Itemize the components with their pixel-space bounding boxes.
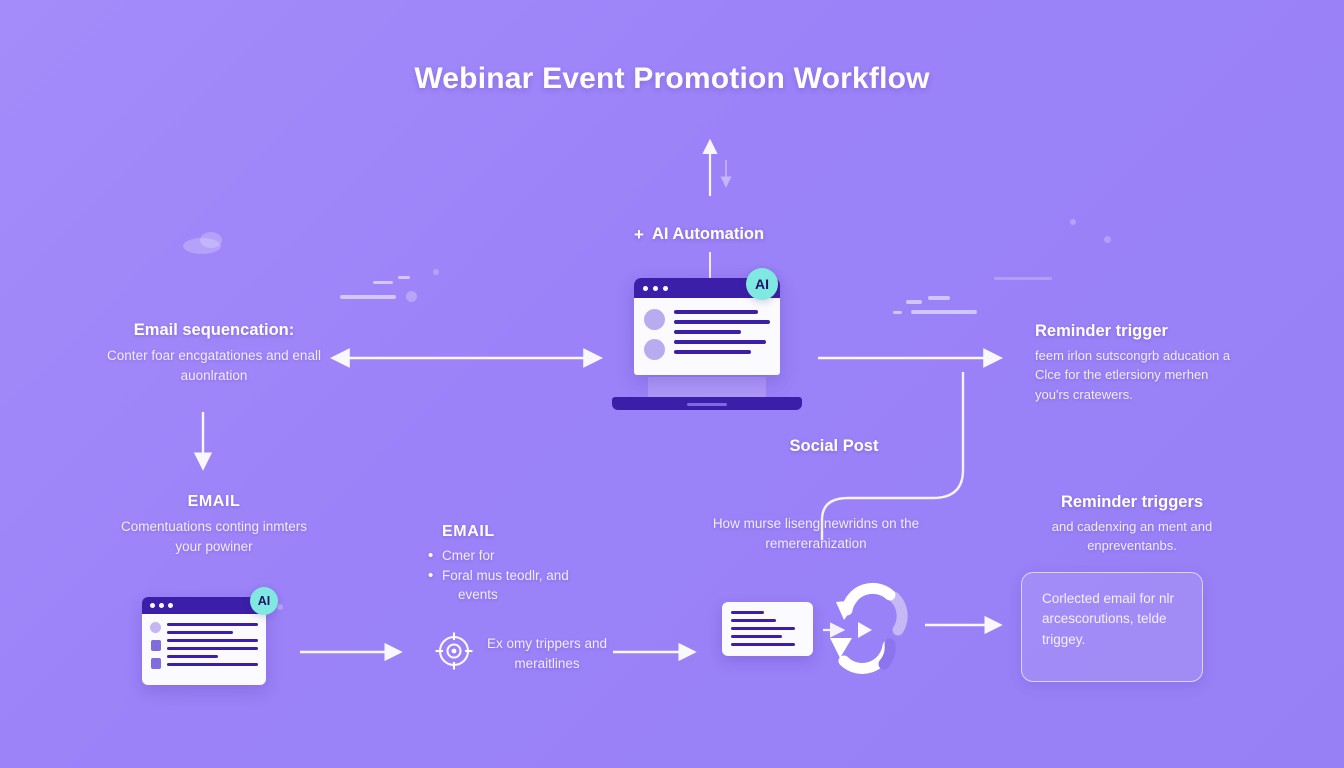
sync-arrows-icon — [830, 582, 908, 674]
decorative-dot — [1070, 219, 1076, 225]
ai-badge: AI — [746, 268, 778, 300]
window-dot-icon — [168, 603, 173, 608]
decorative-dash — [994, 277, 1052, 280]
checkbox-icon — [150, 640, 161, 651]
email-sequencation-block: Email sequencation: Conter foar encgatat… — [98, 320, 330, 386]
page-title: Webinar Event Promotion Workflow — [414, 62, 930, 95]
laptop-trackpad-notch — [687, 403, 727, 406]
text-line — [674, 320, 770, 324]
text-line — [167, 639, 258, 642]
collected-email-text: Corlected email for nlr arcescorutions, … — [1042, 591, 1175, 647]
text-line — [674, 330, 742, 334]
reminder-trigger-body: feem irlon sutscongrb aducation a Clce f… — [1035, 347, 1231, 402]
decorative-dot — [433, 269, 439, 275]
window-dot-icon — [150, 603, 155, 608]
email-left-heading: EMAIL — [187, 493, 241, 510]
social-post-body: How murse liseng newridns on the remerer… — [712, 516, 920, 552]
decorative-dash — [906, 300, 922, 304]
reminder-trigger-block: Reminder trigger feem irlon sutscongrb a… — [1035, 321, 1235, 404]
email-left-block: EMAIL Comentuations conting inmters your… — [118, 492, 310, 558]
window-dot-icon — [159, 603, 164, 608]
browser-titlebar — [142, 597, 266, 614]
email-sequencation-body: Conter foar encgatationes and enall auon… — [107, 347, 321, 383]
text-line — [674, 340, 767, 344]
email-mid-heading: EMAIL — [442, 523, 495, 540]
decorative-dot — [277, 604, 283, 610]
reminder-trigger-heading: Reminder trigger — [1035, 322, 1168, 340]
text-line — [167, 663, 258, 666]
laptop-neck — [648, 377, 766, 397]
text-line — [731, 643, 796, 646]
decorative-cloud — [183, 238, 221, 254]
email-left-body: Comentuations conting inmters your powin… — [120, 519, 308, 555]
decorative-dash — [928, 296, 950, 300]
avatar — [644, 339, 665, 360]
avatar — [644, 309, 665, 330]
list-item: Foral mus teodlr, and — [424, 565, 620, 586]
decorative-dot — [406, 291, 417, 302]
decorative-dash — [893, 311, 902, 314]
reminder-triggers-heading: Reminder triggers — [1060, 493, 1204, 511]
targeting-note-block: Ex omy trippers and meraitlines — [480, 634, 614, 675]
browser-content — [142, 614, 266, 669]
window-dot-icon — [663, 285, 668, 291]
decorative-dash — [398, 276, 410, 279]
social-post-heading: Social Post — [789, 437, 879, 455]
text-line — [731, 627, 796, 630]
browser-content — [634, 298, 780, 360]
social-post-heading-block: Social Post — [708, 436, 960, 457]
text-line — [731, 635, 783, 638]
text-line — [167, 631, 233, 634]
text-line — [167, 623, 258, 626]
reminder-triggers-body: and cadenxing an ment and enpreventanbs. — [1051, 518, 1213, 554]
email-sequencation-heading: Email sequencation: — [133, 321, 295, 339]
checkbox-icon — [150, 658, 161, 669]
browser-window — [142, 597, 266, 685]
targeting-note-text: Ex omy trippers and meraitlines — [486, 636, 608, 672]
browser-window-icon: AI — [142, 587, 278, 685]
decorative-dash — [373, 281, 393, 284]
email-mid-bullet-list: Cmer for Foral mus teodlr, and events — [424, 545, 620, 605]
text-line — [167, 647, 258, 650]
decorative-dash — [911, 310, 977, 314]
text-line-group — [167, 621, 258, 669]
text-line — [674, 310, 759, 314]
window-dot-icon — [643, 285, 648, 291]
list-item: Cmer for — [424, 545, 620, 566]
text-line — [731, 611, 764, 614]
text-line — [167, 655, 218, 658]
avatar — [150, 622, 161, 633]
decorative-dash — [340, 295, 396, 299]
browser-titlebar — [634, 278, 780, 298]
email-mid-block: EMAIL Cmer for Foral mus teodlr, and eve… — [424, 522, 620, 605]
list-item: events — [458, 587, 498, 603]
text-line — [674, 350, 751, 354]
avatar-column — [644, 307, 665, 360]
ai-badge: AI — [250, 587, 278, 615]
browser-icon-column — [150, 621, 161, 669]
text-line — [731, 619, 777, 622]
decorative-dot — [1104, 236, 1111, 243]
target-icon — [435, 632, 473, 670]
ai-automation-text: AI Automation — [651, 225, 765, 243]
sparkle-plus-icon: + — [634, 225, 644, 244]
text-line-group — [674, 307, 770, 360]
laptop-browser-icon: AI — [612, 268, 802, 410]
social-post-body-block: How murse liseng newridns on the remerer… — [698, 514, 934, 555]
decorative-cloud — [200, 232, 222, 248]
laptop-base — [612, 397, 802, 410]
ai-automation-label: + AI Automation — [634, 225, 764, 244]
window-dot-icon — [653, 285, 658, 291]
document-card-icon — [722, 602, 813, 656]
reminder-triggers-block: Reminder triggers and cadenxing an ment … — [1029, 492, 1235, 556]
collected-email-card: Corlected email for nlr arcescorutions, … — [1021, 572, 1203, 682]
